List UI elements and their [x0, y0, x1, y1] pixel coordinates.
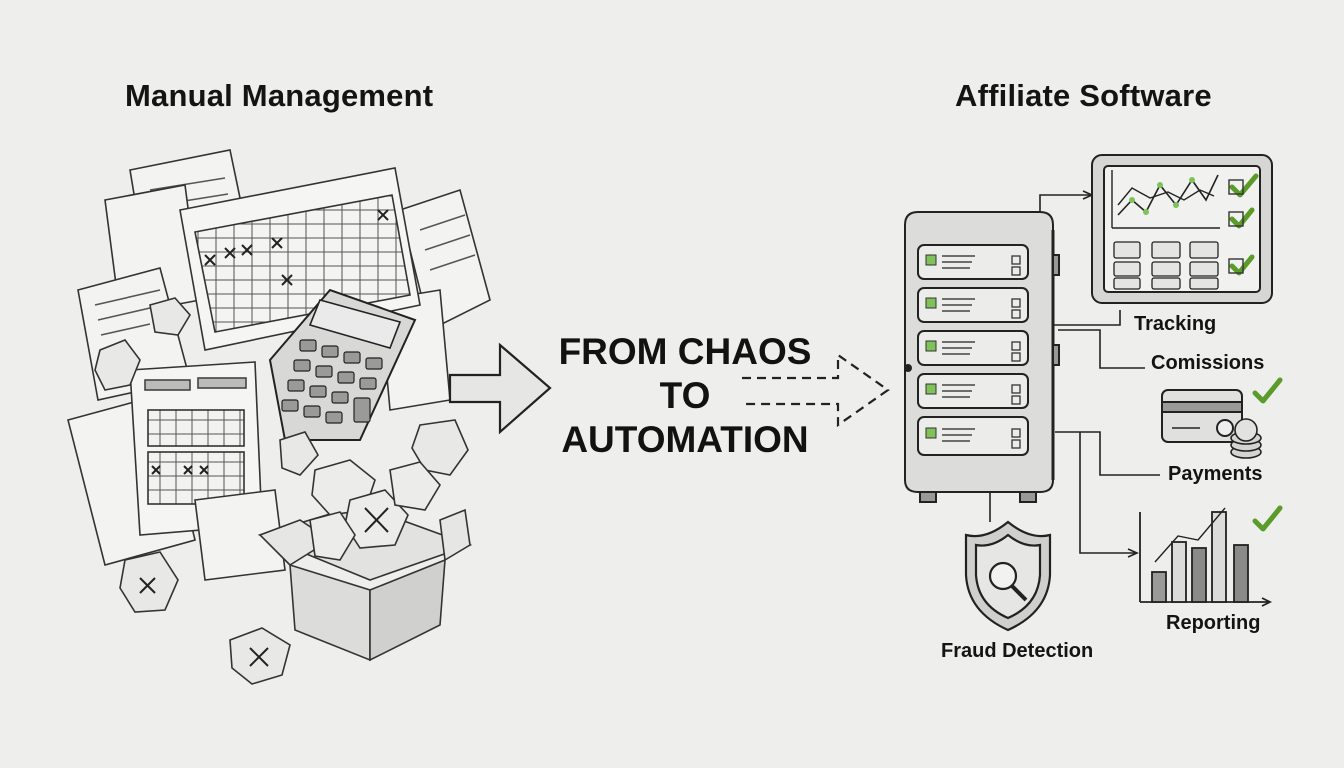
center-slogan: FROM CHAOS TO AUTOMATION — [540, 330, 830, 462]
payments-label: Payments — [1168, 463, 1263, 485]
reporting-label: Reporting — [1166, 612, 1261, 634]
check-icon — [1252, 505, 1283, 532]
reporting-chart-icon — [1139, 507, 1273, 607]
check-icon — [1229, 173, 1259, 198]
connector-lines — [989, 190, 1160, 558]
slogan-line-1: FROM CHAOS — [558, 331, 812, 372]
tracking-monitor-illustration — [1091, 154, 1273, 304]
credit-card-icon — [1161, 389, 1243, 443]
slogan-line-3: AUTOMATION — [561, 419, 809, 460]
paper-chaos-illustration — [67, 149, 491, 685]
slogan-line-2: TO — [659, 375, 711, 416]
affiliate-software-heading: Affiliate Software — [955, 78, 1212, 113]
check-icon — [1252, 377, 1283, 404]
dashed-arrow — [742, 352, 890, 428]
shield-search-icon — [964, 520, 1052, 632]
server-rack-illustration — [904, 211, 1060, 503]
manual-management-heading: Manual Management — [125, 78, 434, 113]
sketch-arrow — [448, 342, 552, 435]
tracking-label: Tracking — [1134, 313, 1217, 335]
fraud-detection-label: Fraud Detection — [941, 640, 1094, 662]
commissions-label: Comissions — [1151, 352, 1265, 374]
coins-icon — [1230, 418, 1262, 459]
